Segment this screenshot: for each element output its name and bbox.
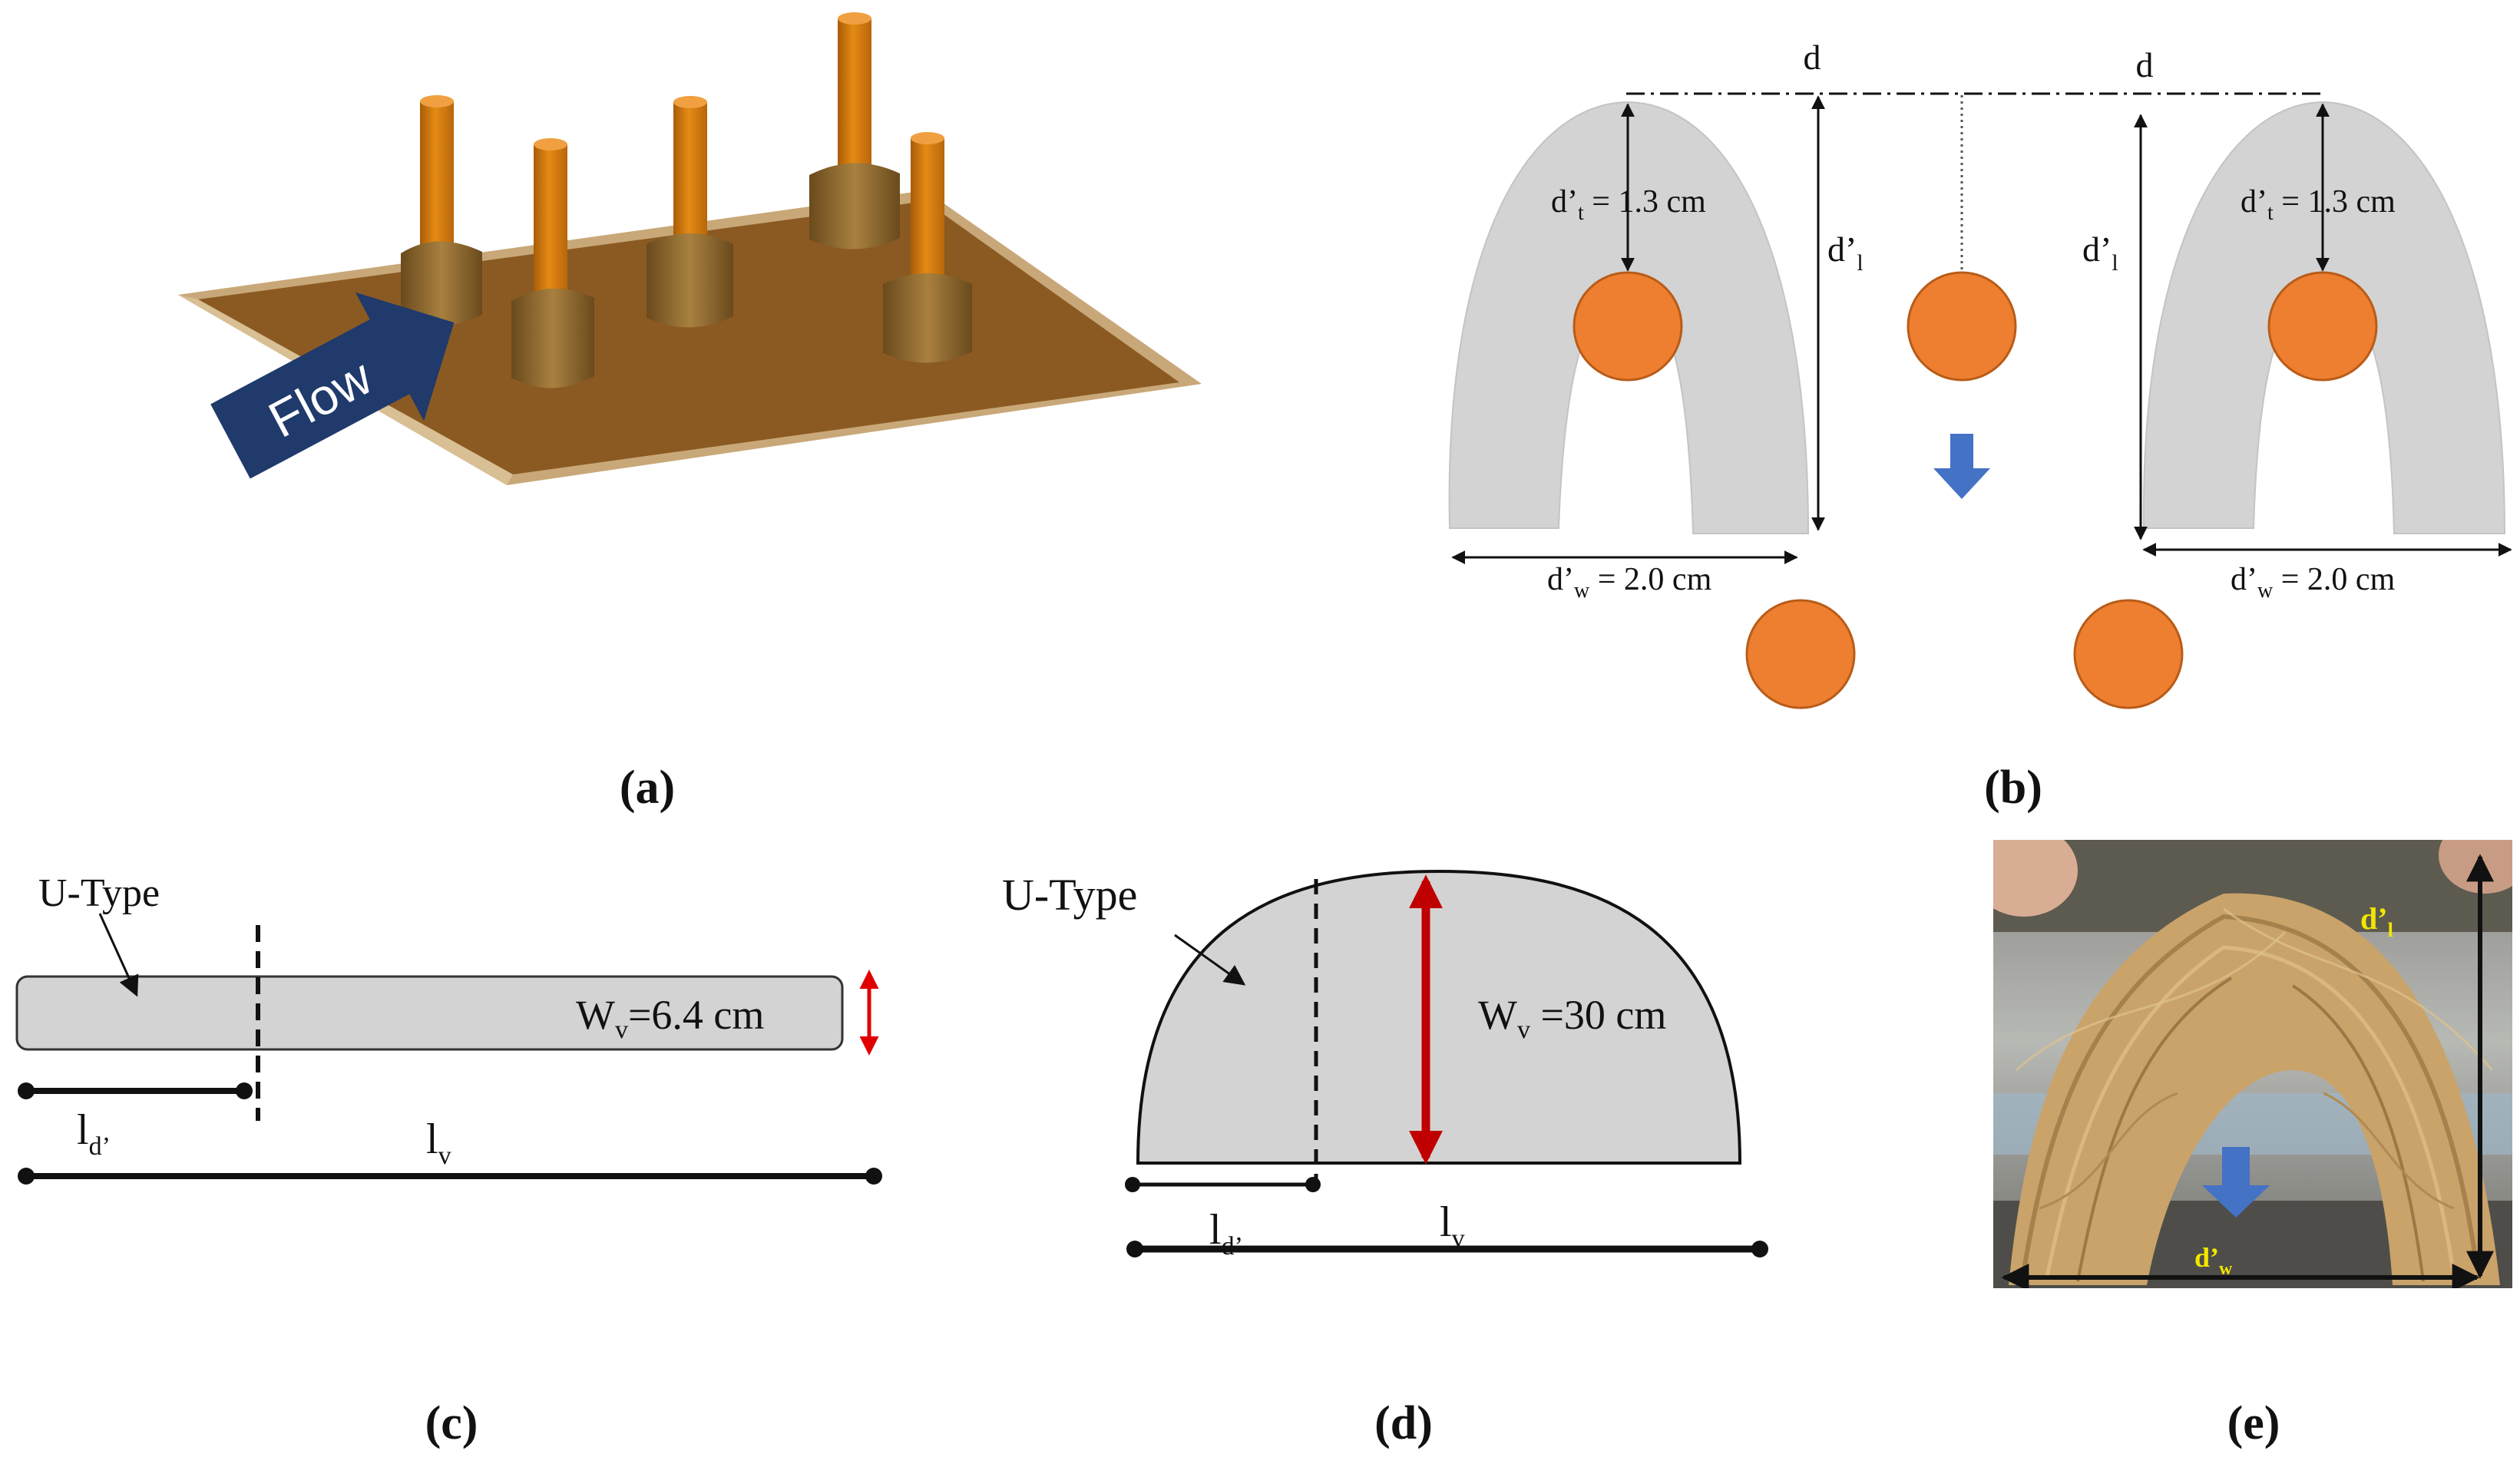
lv-end-left-c: [18, 1168, 35, 1185]
u-type-label-c: U-Type: [38, 871, 160, 915]
pile-top: [420, 95, 454, 107]
pile-5: [883, 132, 972, 363]
cylinder-right: [2267, 271, 2378, 382]
caption-e: (e): [2227, 1397, 2280, 1449]
pile-top: [911, 132, 944, 144]
pile-rod: [911, 138, 944, 299]
lv-end-right-c: [865, 1168, 882, 1185]
panel-e: d’l d’w (e): [1993, 840, 2512, 1449]
lv-label-d: lv: [1440, 1198, 1465, 1253]
flow-direction-arrow: [1933, 434, 1990, 499]
u-type-label-d: U-Type: [1002, 870, 1137, 920]
pile-3: [647, 96, 733, 328]
panel-a: Flow (a): [178, 12, 1202, 814]
photo-dw-label: d’w: [2194, 1242, 2233, 1279]
fiber-mat: [883, 273, 972, 363]
ld-end-left-c: [18, 1082, 35, 1099]
dw-label-right: d’w = 2.0 cm: [2231, 562, 2396, 603]
dl-label-right: d’l: [2082, 230, 2118, 276]
photo-dl-label: d’l: [2360, 901, 2393, 941]
pointer-arrow-c: [98, 913, 139, 997]
dt-label-right: d’t = 1.3 cm: [2241, 184, 2396, 225]
caption-b: (b): [1984, 762, 2042, 814]
lv-end-left-d: [1126, 1241, 1143, 1257]
pile-top: [534, 138, 567, 150]
pile-1: [401, 95, 482, 326]
fiber-mat-photo: [1993, 840, 2512, 1288]
cylinder-bottom-right: [2073, 599, 2184, 709]
caption-d: (d): [1374, 1397, 1433, 1449]
pile-4: [809, 12, 900, 250]
caption-c: (c): [425, 1397, 478, 1449]
ld-end-left-d: [1125, 1177, 1140, 1192]
mat-side-view: [15, 975, 844, 1051]
cylinder-centre: [1907, 271, 2017, 382]
panel-b: d d d’t = 1.3 cm d’t = 1.3 cm d’l d’l: [1448, 38, 2512, 814]
lv-label-c: lv: [426, 1115, 451, 1170]
caption-a: (a): [620, 762, 675, 814]
dt-label-left: d’t = 1.3 cm: [1551, 184, 1706, 225]
fiber-mat: [401, 241, 482, 326]
pile-2: [511, 138, 594, 388]
lv-end-right-d: [1751, 1241, 1768, 1257]
dl-label-left: d’l: [1827, 230, 1864, 276]
pile-group: [401, 12, 972, 388]
ld-label-c: ld’: [77, 1106, 111, 1161]
ld-end-right-c: [236, 1082, 253, 1099]
cylinder-left: [1573, 271, 1683, 382]
pile-top: [838, 12, 871, 25]
d-label-right: d: [2136, 45, 2154, 84]
panel-d: U-Type Wv =30 cm ld’ lv (d): [1002, 869, 1768, 1449]
pile-top: [673, 96, 707, 108]
panel-c: U-Type Wv=6.4 cm ld’ lv (c): [15, 871, 882, 1449]
fiber-mat: [809, 163, 900, 250]
width-label-c: Wv=6.4 cm: [576, 992, 764, 1044]
fiber-mat: [647, 233, 733, 328]
cylinder-bottom-left: [1745, 599, 1856, 709]
ld-end-right-d: [1305, 1177, 1321, 1192]
fiber-mat: [511, 288, 594, 388]
width-label-d: Wv =30 cm: [1478, 992, 1666, 1044]
pointer-arrow-d: [1174, 934, 1246, 986]
dw-label-left: d’w = 2.0 cm: [1547, 562, 1712, 603]
d-label-left: d: [1804, 38, 1821, 77]
